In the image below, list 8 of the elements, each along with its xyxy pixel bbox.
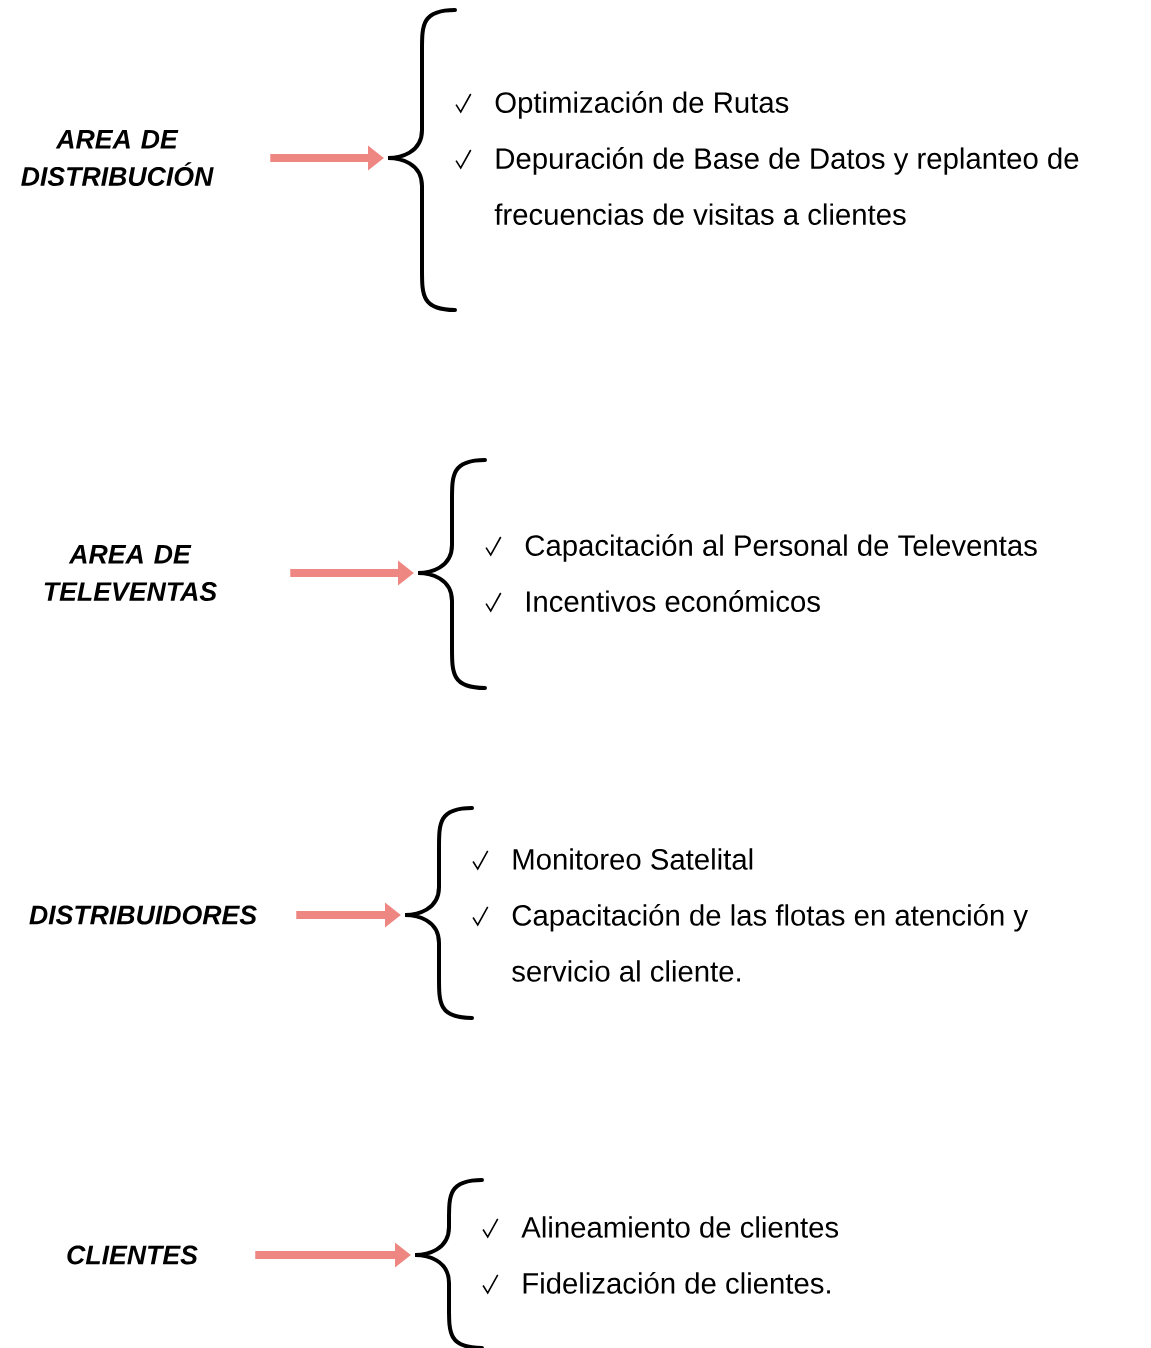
bullet-list: Capacitación al Personal de Televentas Incentivos económicos <box>485 534 1037 613</box>
category-label: AREA DE TELEVENTAS <box>44 545 217 601</box>
category-label: CLIENTES <box>67 1245 198 1265</box>
bullet-list: Alineamiento de clientes Fidelización de clientes. <box>482 1216 839 1295</box>
category-label: AREA DE DISTRIBUCIÓN <box>21 130 214 186</box>
category-label: DISTRIBUIDORES <box>29 905 257 925</box>
bullet-list: Optimización de Rutas Depuración de Base de Datos y replanteo de frecuencias de visitas a clientes <box>455 91 1079 225</box>
bullet-list: Monitoreo Satelital Capacitación de las flotas en atención y servicio al cliente. <box>472 848 1028 982</box>
